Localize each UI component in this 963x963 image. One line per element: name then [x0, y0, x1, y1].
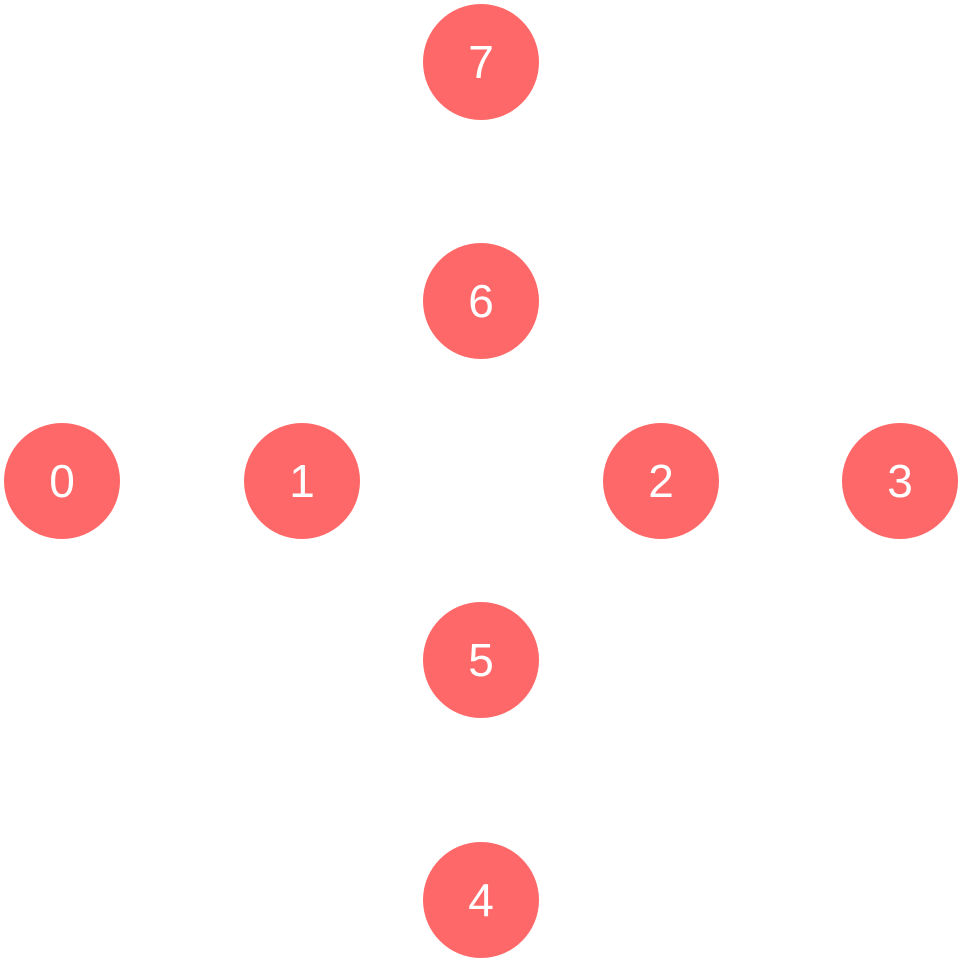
node-0: 0 — [4, 423, 120, 539]
node-label: 6 — [468, 275, 494, 327]
node-1: 1 — [244, 423, 360, 539]
node-label: 2 — [648, 455, 674, 507]
node-6: 6 — [423, 243, 539, 359]
node-3: 3 — [842, 423, 958, 539]
node-label: 1 — [289, 455, 315, 507]
node-label: 0 — [49, 455, 75, 507]
node-label: 7 — [468, 36, 494, 88]
node-2: 2 — [603, 423, 719, 539]
node-7: 7 — [423, 4, 539, 120]
node-label: 4 — [468, 874, 494, 926]
node-label: 3 — [887, 455, 913, 507]
node-4: 4 — [423, 842, 539, 958]
node-5: 5 — [423, 602, 539, 718]
node-label: 5 — [468, 634, 494, 686]
